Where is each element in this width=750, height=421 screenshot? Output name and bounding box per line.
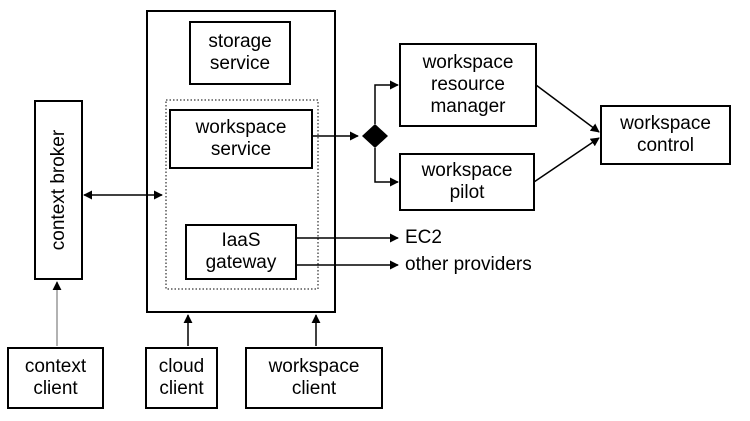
context-broker-box xyxy=(34,100,83,280)
workspace-pilot-label: workspace pilot xyxy=(421,160,513,203)
context-client-box xyxy=(7,347,104,409)
workspace-client-label: workspace client xyxy=(268,356,360,399)
context-client-label: context client xyxy=(24,356,87,399)
workspace-host-box xyxy=(146,10,336,313)
diamond-to-pilot-arrow xyxy=(374,148,399,187)
context-broker-label: context broker xyxy=(48,129,69,251)
cloud-client-label: cloud client xyxy=(158,356,205,399)
ec2-label: EC2 xyxy=(405,227,442,248)
workspace-client-box xyxy=(245,347,383,409)
iaas-gateway-box xyxy=(185,224,297,280)
other-providers-label: other providers xyxy=(405,254,532,275)
resource-manager-to-control-arrow xyxy=(535,84,600,133)
cloud-client-box xyxy=(145,347,218,409)
workspace-service-label: workspace service xyxy=(195,117,287,160)
diamond-junction xyxy=(362,124,388,148)
storage-service-box xyxy=(189,21,291,85)
workspace-control-label: workspace control xyxy=(620,113,711,156)
storage-service-label: storage service xyxy=(208,31,272,74)
workspace-service-box xyxy=(169,109,313,169)
service-group-dotted xyxy=(165,99,319,290)
workspace-control-box xyxy=(600,105,731,165)
iaas-gateway-label: IaaS gateway xyxy=(205,230,277,273)
workspace-pilot-box xyxy=(399,153,535,211)
pilot-to-control-arrow xyxy=(533,137,600,183)
diamond-to-resource-manager-arrow xyxy=(374,80,399,124)
workspace-resource-manager-label: workspace resource manager xyxy=(422,52,514,117)
